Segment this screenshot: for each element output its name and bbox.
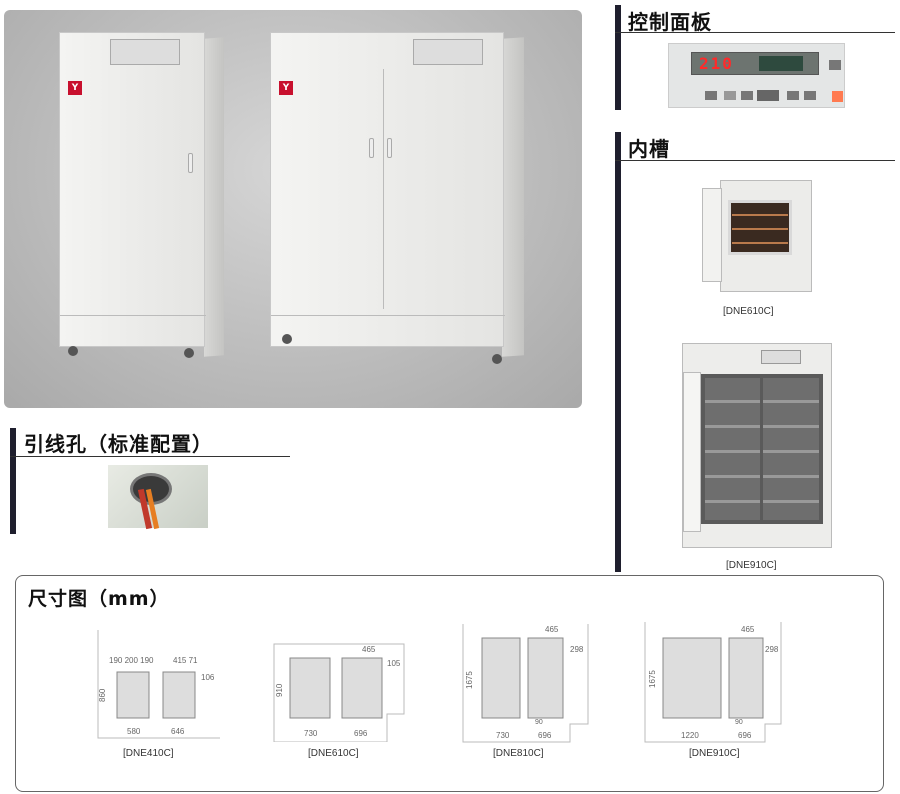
svg-text:646: 646	[171, 727, 185, 736]
wheel	[184, 348, 194, 358]
dimension-caption: [DNE910C]	[689, 748, 740, 759]
dimension-caption: [DNE810C]	[493, 748, 544, 759]
wheel	[492, 354, 502, 364]
dimension-drawing-dne610c: 465 910 105 730 696	[273, 643, 405, 742]
dimensions-title: 尺寸图（mm）	[28, 588, 170, 610]
divider	[615, 32, 895, 33]
wheel	[282, 334, 292, 344]
dimension-drawing-dne410c: 190 200 190 415 71 860 106 580 646	[97, 630, 220, 739]
cabinet-double-door: Y	[270, 32, 505, 347]
svg-text:910: 910	[275, 683, 284, 697]
section-bar	[615, 132, 621, 572]
chamber-photo-dne610c	[700, 178, 815, 298]
svg-text:90: 90	[535, 719, 543, 726]
dimension-drawing-dne910c: 465 1675 298 90 1220 696	[644, 622, 782, 743]
svg-text:465: 465	[545, 625, 559, 634]
cabinet-side	[502, 37, 524, 357]
dimension-caption: [DNE610C]	[308, 748, 359, 759]
door-handle	[188, 153, 193, 173]
cable-hole-photo	[108, 465, 208, 530]
control-unit	[110, 39, 180, 65]
chamber-photo-dne910c	[682, 343, 832, 548]
control-unit	[413, 39, 483, 65]
section-bar	[10, 428, 16, 534]
dimension-caption: [DNE410C]	[123, 748, 174, 759]
brand-logo: Y	[68, 81, 82, 95]
svg-text:730: 730	[496, 731, 510, 740]
chamber-caption: [DNE610C]	[723, 306, 774, 317]
product-photo: Y Y	[4, 10, 582, 408]
brand-logo: Y	[279, 81, 293, 95]
svg-text:298: 298	[765, 645, 779, 654]
dimension-drawing-dne810c: 465 1675 298 90 730 696	[462, 624, 589, 743]
svg-text:1220: 1220	[681, 731, 699, 740]
door-handle	[369, 138, 374, 158]
svg-text:1675: 1675	[648, 670, 657, 688]
svg-text:106: 106	[201, 673, 215, 682]
svg-text:298: 298	[570, 645, 584, 654]
section-bar	[615, 5, 621, 110]
svg-text:415 71: 415 71	[173, 656, 198, 665]
svg-text:105: 105	[387, 659, 401, 668]
svg-text:90: 90	[735, 719, 743, 726]
svg-text:860: 860	[98, 688, 107, 702]
control-panel-title: 控制面板	[628, 10, 712, 34]
door-handle	[387, 138, 392, 158]
svg-text:580: 580	[127, 727, 141, 736]
svg-text:190 200 190: 190 200 190	[109, 656, 154, 665]
svg-text:1675: 1675	[465, 671, 474, 689]
cable-hole-title: 引线孔（标准配置）	[24, 432, 213, 456]
dimensions-panel	[15, 575, 884, 792]
divider	[10, 456, 290, 457]
svg-text:465: 465	[741, 625, 755, 634]
cabinet-side	[204, 37, 224, 357]
svg-text:465: 465	[362, 645, 376, 654]
chamber-title: 内槽	[628, 137, 670, 161]
divider	[615, 160, 895, 161]
control-panel-photo: 210	[668, 43, 845, 108]
svg-text:696: 696	[738, 731, 752, 740]
svg-text:696: 696	[354, 729, 368, 738]
svg-text:730: 730	[304, 729, 318, 738]
temperature-display: 210	[699, 54, 734, 73]
wheel	[68, 346, 78, 356]
cabinet-single-door: Y	[59, 32, 206, 347]
svg-text:696: 696	[538, 731, 552, 740]
chamber-caption: [DNE910C]	[726, 560, 777, 571]
